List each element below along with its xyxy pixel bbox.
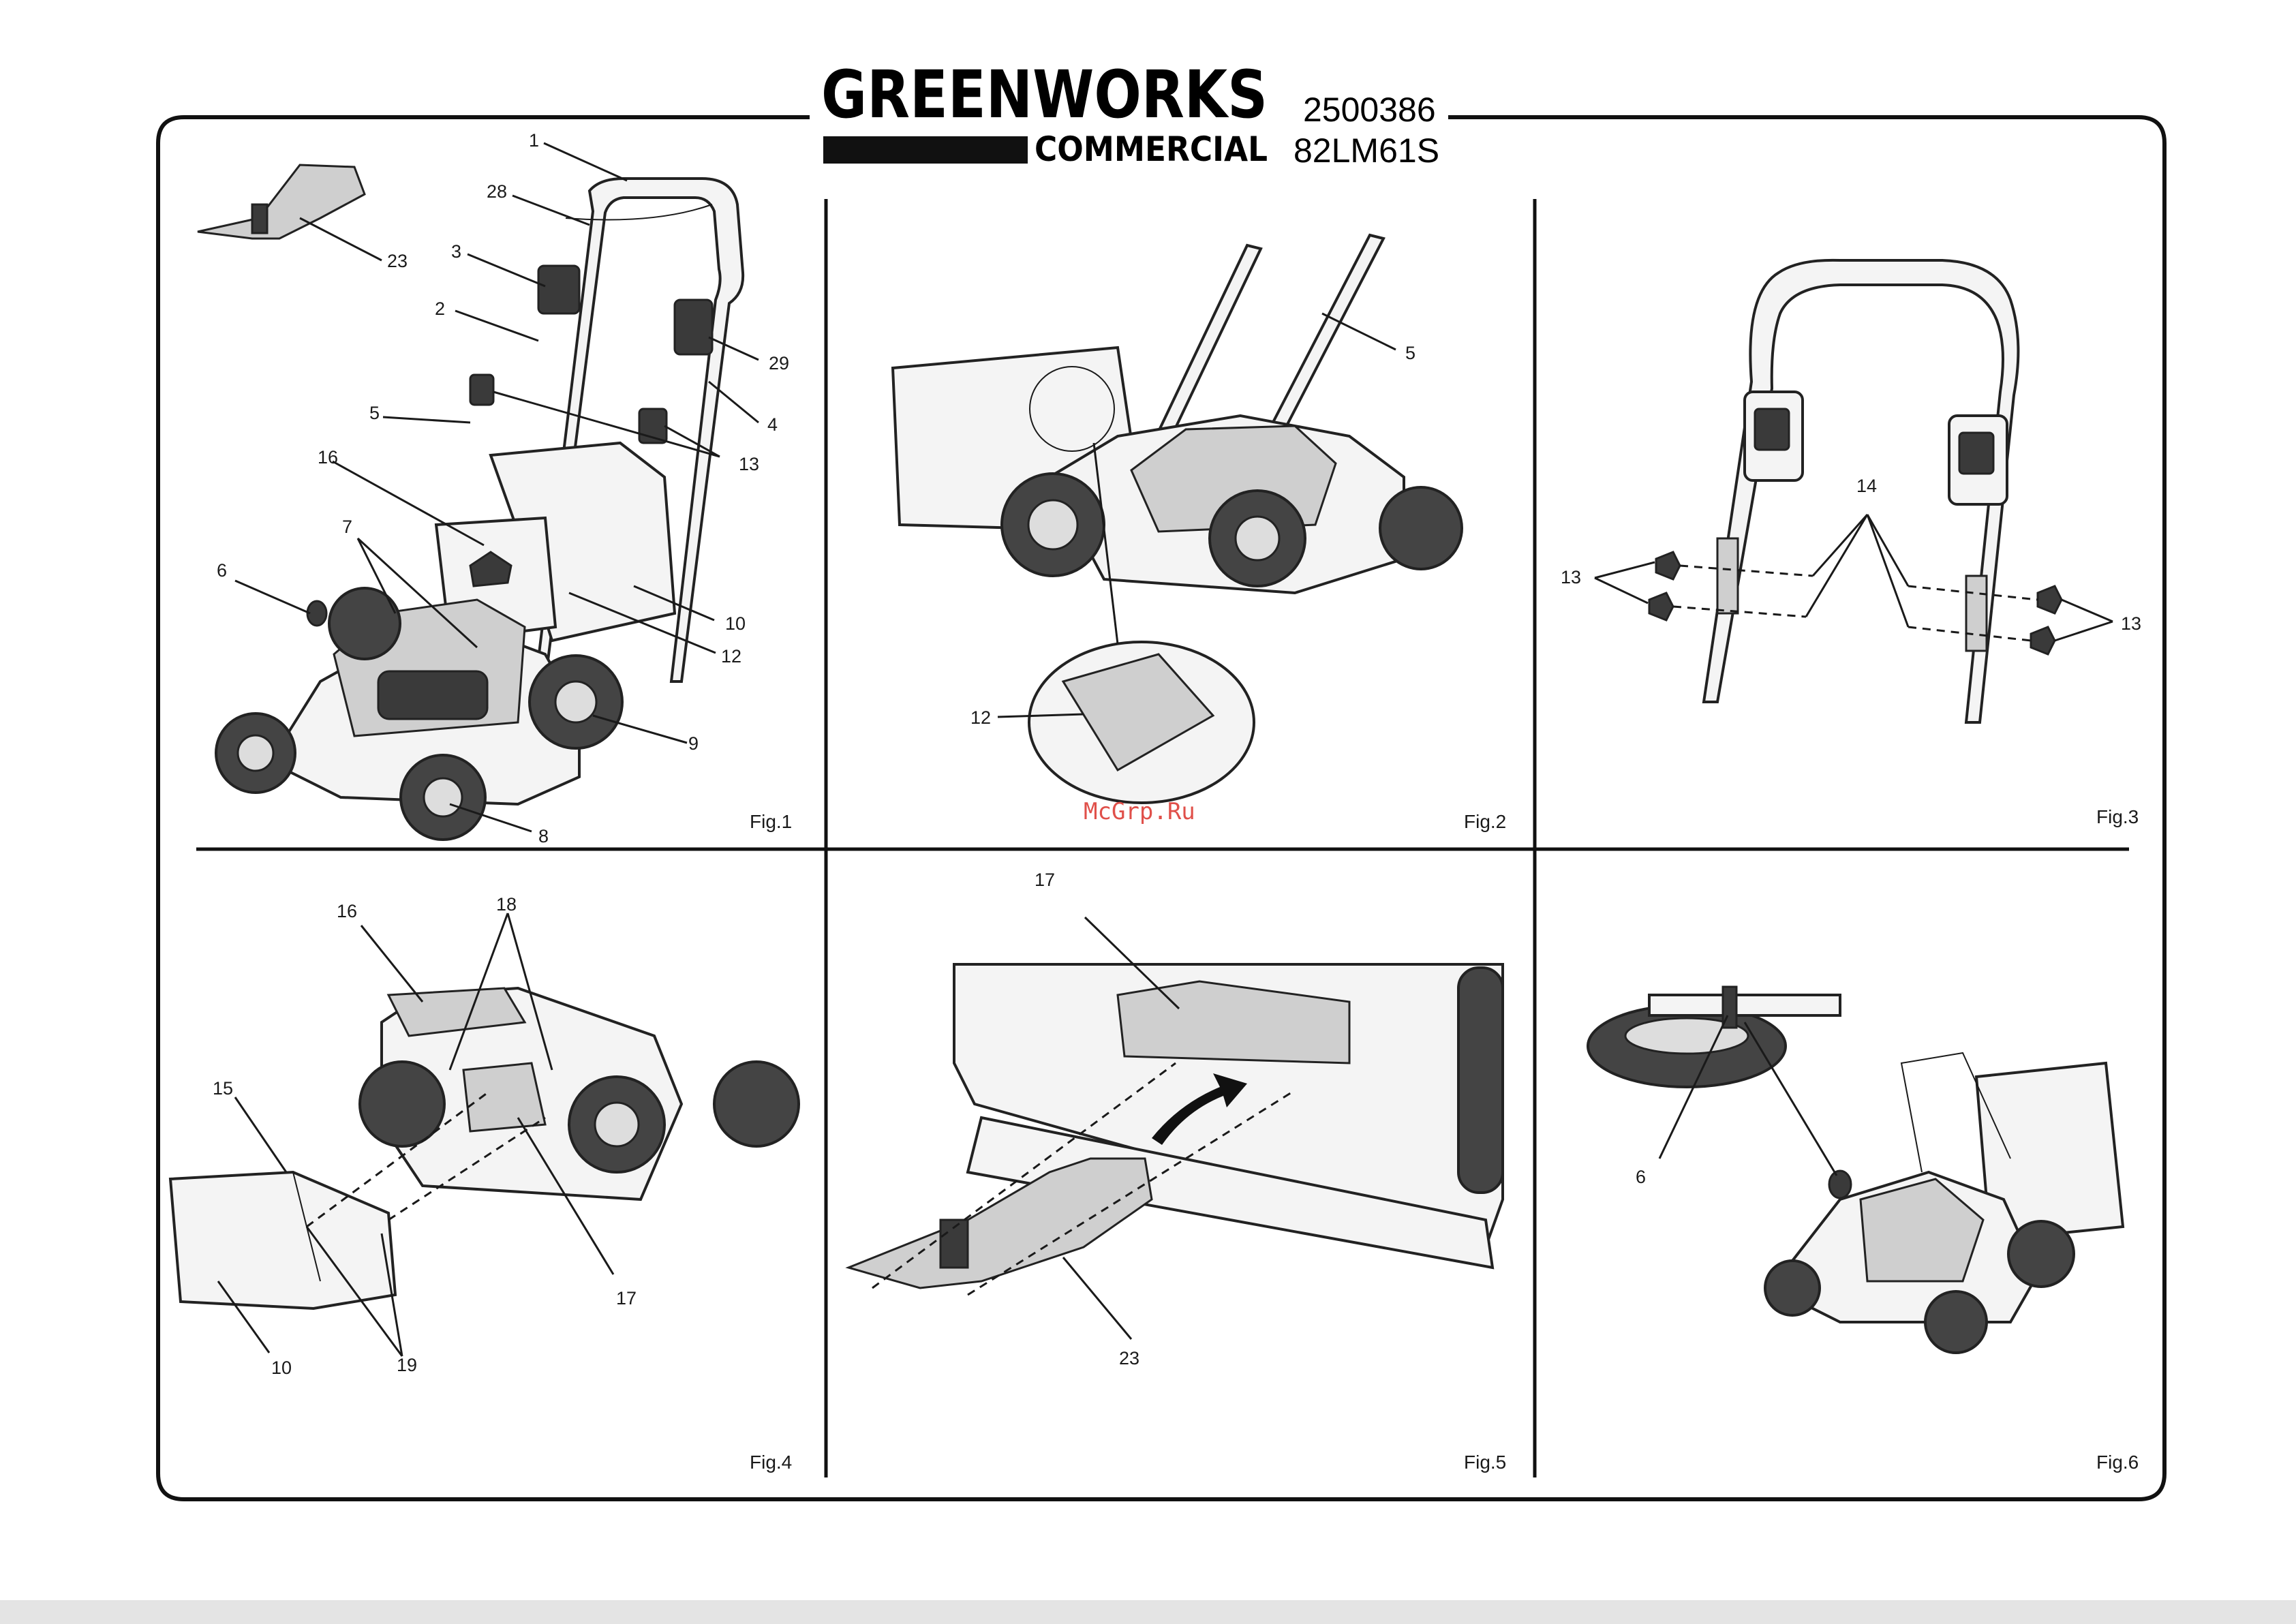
callout: 18 — [496, 894, 517, 915]
callout: 4 — [767, 414, 778, 435]
fig3-handle-knobs: 14 13 13 Fig.3 — [1561, 260, 2141, 827]
wheel-hub — [1028, 500, 1077, 549]
fig6-height-adjust: 6 Fig.6 — [1588, 987, 2139, 1473]
callout: 2 — [435, 298, 445, 319]
figure-label: Fig.1 — [750, 811, 792, 832]
callout: 13 — [1561, 567, 1581, 587]
callout: 13 — [739, 454, 759, 474]
mulching-plug-part — [198, 165, 365, 239]
callout: 6 — [1636, 1167, 1646, 1187]
header: GREENWORKS COMMERCIAL 2500386 82LM61S — [821, 57, 1439, 170]
fig2-handle-install: 5 12 McGrp.Ru Fig.2 — [893, 235, 1506, 832]
bottom-bar — [0, 1600, 2296, 1624]
fig5-mulching-plug: 17 23 Fig.5 — [848, 870, 1506, 1473]
callout: 1 — [529, 130, 539, 151]
handle-knob — [2038, 586, 2062, 613]
mulching-plug-handle — [252, 204, 267, 233]
front-wheel — [1765, 1261, 1820, 1315]
callout: 5 — [1405, 343, 1415, 363]
callout: 12 — [721, 646, 741, 667]
wheel-hub — [238, 735, 273, 771]
callout: 23 — [1119, 1348, 1139, 1368]
callout: 15 — [213, 1078, 233, 1099]
handle-knob — [1656, 552, 1680, 579]
bail-cable — [566, 204, 712, 220]
callout: 9 — [688, 733, 699, 754]
handle-bracket-left — [1717, 538, 1738, 613]
handle-knob — [2031, 627, 2055, 654]
brand-subtitle: COMMERCIAL — [1035, 129, 1268, 169]
callout: 16 — [337, 901, 357, 921]
figure-label: Fig.6 — [2096, 1452, 2139, 1473]
watermark: McGrp.Ru — [1084, 798, 1195, 825]
handle-bracket-right — [1966, 576, 1987, 651]
callout: 10 — [271, 1358, 292, 1378]
callout: 7 — [342, 517, 352, 537]
callout: 10 — [725, 613, 746, 634]
wheel-hub — [424, 778, 462, 816]
rear-wheel-partial — [1458, 968, 1503, 1193]
model-name: 82LM61S — [1294, 132, 1439, 170]
wheel-hub — [1236, 517, 1279, 560]
switch-box-left-detail — [1755, 409, 1789, 450]
handle-knob-left — [470, 375, 493, 405]
callout: 12 — [970, 707, 991, 728]
front-wheel — [714, 1062, 799, 1146]
rear-wheel-left — [329, 588, 400, 659]
discharge-opening — [463, 1063, 545, 1131]
switch-box-right — [675, 300, 712, 354]
battery-slot — [378, 671, 487, 719]
brand-title: GREENWORKS — [821, 57, 1268, 133]
figure-label: Fig.2 — [1464, 811, 1506, 832]
figure-label: Fig.4 — [750, 1452, 792, 1473]
figure-label: Fig.5 — [1464, 1452, 1506, 1473]
switch-box-left — [538, 266, 579, 313]
wheel-hub — [595, 1103, 639, 1146]
callout: 28 — [487, 181, 507, 202]
height-lever-rack — [1649, 995, 1840, 1015]
callout: 14 — [1856, 476, 1877, 496]
model-code: 2500386 — [1303, 91, 1436, 129]
callout: 3 — [451, 241, 461, 262]
callout: 19 — [397, 1355, 417, 1375]
callout: 13 — [2121, 613, 2141, 634]
callout: 29 — [769, 353, 789, 373]
callout: 5 — [369, 403, 380, 423]
grass-bag — [170, 1172, 395, 1308]
handle-knob — [1649, 593, 1673, 620]
callout: 6 — [217, 560, 227, 581]
front-wheel — [1380, 487, 1462, 569]
fig4-grass-bag-fit: 16 18 15 17 10 19 Fig.4 — [170, 894, 799, 1473]
rear-wheel — [360, 1062, 444, 1146]
figure-label: Fig.3 — [2096, 806, 2139, 827]
fig1-mower-overview: 1 28 3 2 29 4 5 13 16 7 6 10 12 9 8 23 F… — [198, 130, 792, 846]
front-wheel — [1925, 1291, 1987, 1353]
callout: 16 — [318, 447, 338, 468]
callout: 17 — [1035, 870, 1055, 890]
rear-wheel — [2008, 1221, 2074, 1287]
callout: 23 — [387, 251, 408, 271]
safety-key — [307, 601, 326, 626]
height-lever-small — [1829, 1171, 1851, 1198]
callout: 8 — [538, 826, 549, 846]
switch-box-right-detail — [1959, 433, 1993, 474]
callout: 17 — [616, 1288, 637, 1308]
wheel-hub — [555, 681, 596, 722]
brand-bar — [823, 136, 1028, 164]
